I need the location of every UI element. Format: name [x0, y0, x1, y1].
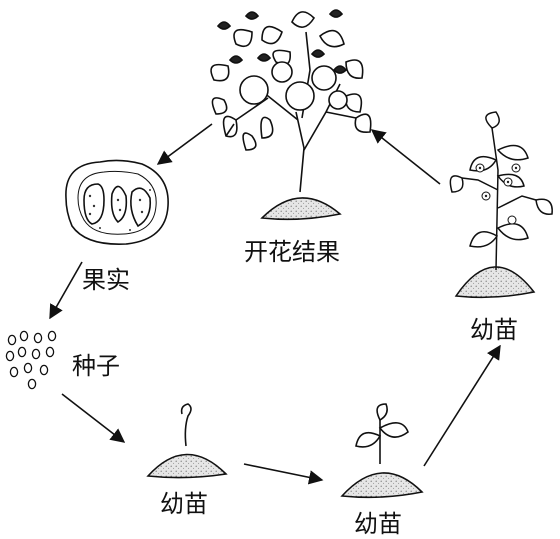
cycle-arrows — [49, 123, 501, 485]
label-seedling-3: 幼苗 — [470, 316, 518, 344]
arrow-plant-to-fruit — [156, 123, 213, 165]
seedling-1-illustration — [146, 403, 228, 479]
arrow-seedling-3-to-plant — [370, 129, 441, 185]
flowering-plant-illustration — [449, 111, 553, 299]
arrow-seedling-2-to-seedling-3 — [423, 344, 501, 467]
fruiting-plant-illustration — [210, 9, 372, 221]
arrow-seedling-1-to-seedling-2 — [243, 463, 324, 485]
label-flowering-fruiting: 开花结果 — [244, 238, 340, 266]
label-seedling-2: 幼苗 — [354, 510, 402, 538]
label-seedling-1: 幼苗 — [160, 490, 208, 518]
label-fruit: 果实 — [82, 266, 130, 294]
fruit-cross-section-illustration — [65, 159, 169, 245]
label-seed: 种子 — [72, 352, 120, 380]
arrow-fruit-to-seeds — [49, 261, 83, 320]
seeds-illustration — [5, 330, 57, 390]
arrow-seeds-to-seedling-1 — [61, 393, 126, 443]
seedling-2-illustration — [340, 403, 424, 499]
